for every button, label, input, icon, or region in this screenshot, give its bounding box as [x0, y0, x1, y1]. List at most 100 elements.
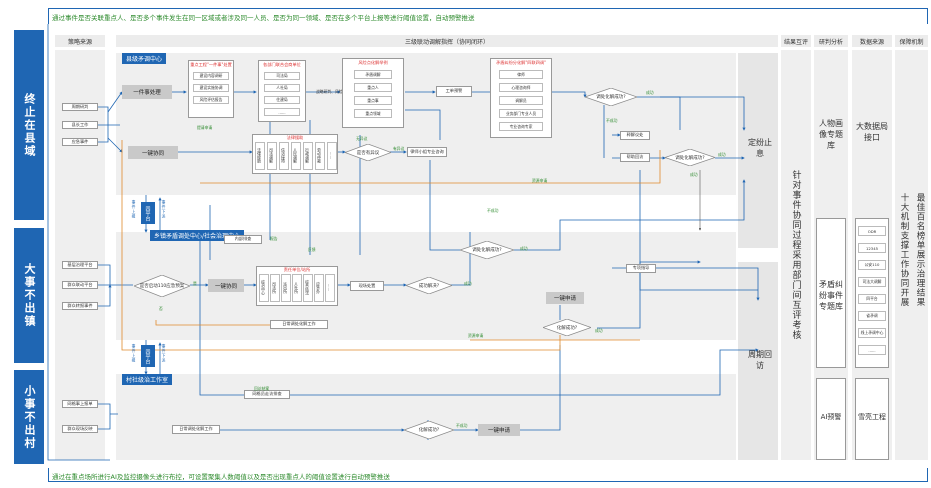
edge-success-4: 成功 — [464, 281, 472, 286]
platform-four-top: 四平台 — [141, 202, 155, 224]
bigdata-interface: 大数据局接口 — [856, 122, 888, 142]
result-column — [781, 50, 811, 460]
top-banner-text: 通过事件是否关联重点人、是否多个事件发生在同一区域或者涉及同一人员、是否为同一领… — [52, 14, 475, 22]
village-lane — [116, 374, 736, 460]
platform-up-bottom: 事件上报 — [132, 344, 137, 364]
town-dispute-decision[interactable]: 调处化解成功? — [460, 241, 514, 259]
datasource-item-2: 12345 — [858, 243, 886, 253]
ai-warning: AI预警 — [820, 413, 842, 421]
town-unit-7: ...... — [325, 274, 335, 302]
lane-title-town: 乡镇矛盾调处中心/社会治理中心 — [150, 230, 245, 241]
level-village: 小事不出村 — [14, 370, 44, 464]
datasource-item-7: 线上矛调中心 — [858, 328, 886, 338]
frame-four-joint-title: 矛盾纠纷分化解"四联四调" — [496, 60, 546, 65]
support-ten: 十大机制支撑工作协同开展 — [899, 193, 909, 307]
diamond-shape — [406, 277, 452, 294]
four-joint-item-3: 调解员 — [499, 96, 543, 105]
edge-report: 报告 — [270, 236, 278, 241]
datasource-item-5: 四平台 — [858, 294, 886, 304]
village-resolve-label: 化解成功? — [418, 428, 440, 433]
datasource-item-1: ODR — [858, 226, 886, 236]
header-analysis: 研判分析 — [814, 35, 848, 47]
town-expert-node[interactable]: 专项指导 — [626, 264, 656, 273]
town-dispute-label: 调处化解成功? — [472, 248, 502, 253]
town-one-key-button[interactable]: 一键协同 — [208, 279, 244, 292]
frame-legal-title: 法律援助 — [286, 135, 304, 140]
county-review-node[interactable]: 帮助回访 — [620, 153, 650, 162]
town-success-label: 成功解决? — [418, 283, 440, 289]
legal-item-5: 行政调解 — [303, 142, 313, 170]
result-visit: 周期回访 — [748, 350, 772, 370]
county-resolve-decision-1[interactable]: 调处化解成功? — [585, 88, 637, 106]
town-daily-work[interactable]: 日常调处化解工作 — [270, 320, 328, 329]
one-event-button[interactable]: 一件事处理 — [122, 85, 172, 99]
dispute-decision[interactable]: 是否有异议 — [345, 144, 391, 161]
support-best: 最佳百名榜单展示治理结果 — [915, 193, 925, 307]
source-county-1[interactable]: 周期研判 — [62, 103, 98, 111]
datasource-item-4: 司法大调解 — [858, 277, 886, 287]
risk-item-3: 重点事 — [354, 96, 392, 105]
village-grid-node[interactable]: 网格员走访排查 — [244, 390, 290, 399]
town-upgrade-button[interactable]: 一键申请 — [546, 292, 584, 304]
source-village-1[interactable]: 网格事上报单 — [62, 400, 98, 408]
header-datasource: 数据来源 — [852, 35, 892, 47]
town-yes-label: 是 — [193, 281, 197, 286]
village-apply-button[interactable]: 一键申请 — [478, 424, 520, 436]
town-start-decision[interactable]: 是否启动110应急预案 — [134, 275, 190, 297]
four-joint-item-4: 业务部门专业人员 — [499, 109, 543, 118]
diamond-shape — [543, 319, 591, 336]
work-order-node[interactable]: 工单预警 — [436, 86, 472, 97]
edge-success-5: 成功 — [595, 328, 603, 333]
platform-down-top: 事件下派 — [162, 200, 167, 220]
county-resolve-decision-2[interactable]: 调处化解成功? — [665, 149, 715, 166]
top-banner-frame — [48, 8, 928, 24]
source-town-2[interactable]: 群众联动平台 — [62, 281, 98, 289]
edge-village-ok: 回访结案 — [254, 386, 270, 391]
county-lane-right — [738, 53, 778, 248]
diamond-shape — [665, 149, 715, 166]
legal-item-4: 人民调解 — [291, 142, 301, 170]
risk-item-4: 重点领域 — [354, 109, 392, 118]
source-column — [55, 50, 105, 460]
edge-feedback: 反馈 — [308, 247, 316, 252]
county-one-key-button[interactable]: 一键协同 — [128, 146, 178, 159]
village-daily-node[interactable]: 日常调处化解工作 — [172, 425, 220, 434]
edge-success-3: 成功 — [520, 246, 528, 251]
source-county-3[interactable]: 应急事件 — [62, 138, 98, 146]
town-success-decision[interactable]: 成功解决? — [406, 277, 452, 294]
town-resolve-decision[interactable]: 化解成功? — [543, 319, 591, 336]
town-unit-4: 人社所 — [292, 274, 302, 302]
lane-title-county: 县级矛调中心 — [122, 53, 167, 64]
town-handle-node[interactable]: 现场处置 — [350, 281, 384, 291]
town-unit-6: 应急办 — [314, 274, 324, 302]
header-process: 三级联动调解指挥（协同闭环） — [116, 35, 778, 47]
county-resolve-label-2: 调处化解成功? — [675, 155, 705, 161]
diamond-shape — [345, 144, 391, 161]
level-town: 大事不出镇 — [14, 228, 44, 363]
county-resolve-label-1: 调处化解成功? — [596, 95, 626, 100]
source-county-2[interactable]: 县长工作 — [62, 121, 98, 129]
four-joint-item-2: 心理咨询师 — [499, 83, 543, 92]
town-unit-1: 综治中心 — [259, 274, 269, 302]
key-project-item-2: 建设实施协调 — [193, 84, 229, 92]
legal-item-3: 信访接待 — [279, 142, 289, 170]
snow-box — [855, 378, 889, 460]
edge-success-1: 成功 — [690, 172, 698, 177]
ai-box — [816, 378, 846, 460]
source-town-1[interactable]: 基层治理平台 — [62, 261, 98, 269]
platform-down-bottom: 事件下派 — [162, 344, 167, 364]
result-stop: 定纷止息 — [748, 138, 772, 158]
frame-town-units-title: 责任单位/站所 — [283, 267, 311, 272]
county-mediate-node[interactable]: 释解议处 — [620, 131, 650, 140]
special-plan-node[interactable]: 律师小组专业咨询 — [407, 147, 447, 157]
source-town-3[interactable]: 群众转报事件 — [62, 302, 98, 310]
diamond-shape — [404, 421, 454, 439]
town-unit-2: 司法所 — [270, 274, 280, 302]
source-village-2[interactable]: 群众现场反映 — [62, 425, 98, 433]
town-unit-3: 派出所 — [281, 274, 291, 302]
village-resolve-decision[interactable]: 化解成功? — [404, 421, 454, 439]
snow-project: 雪亮工程 — [858, 413, 886, 421]
county-yes-label: 成功 — [646, 90, 654, 95]
lane-title-village: 村社级治工作室 — [122, 374, 173, 385]
town-daily-check[interactable]: 内部排查 — [224, 235, 262, 244]
